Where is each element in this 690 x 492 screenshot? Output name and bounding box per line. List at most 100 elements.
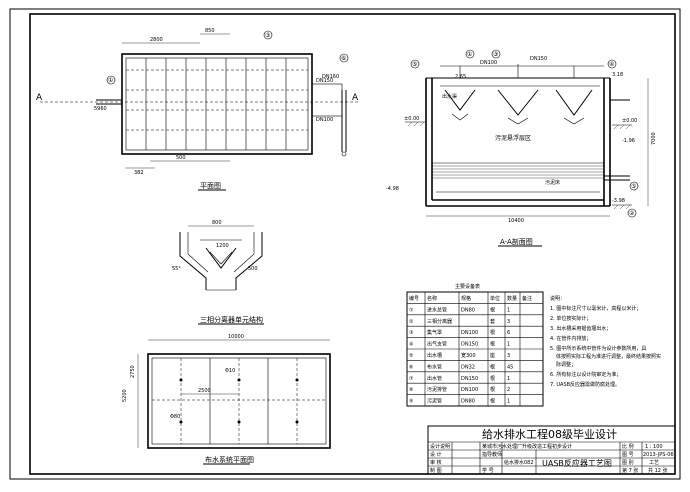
tb-drawing-name: UASB反应器工艺图: [542, 458, 612, 468]
tb-class: 给水排水082: [504, 459, 534, 466]
notes-block: 说明： 1. 图中标注尺寸以毫米计，高程以米计；2. 单位按实际计；3. 出水槽…: [550, 295, 661, 388]
table-cell: 三相分离器: [427, 318, 452, 325]
section-callout-4: ④: [609, 61, 614, 68]
table-cell: 污泥管: [427, 398, 442, 405]
plan-pipe-dn160: DN160: [322, 74, 339, 80]
note-line: 6. 所有标注以设计院审定为准；: [550, 371, 621, 378]
table-cell: 集气罩: [427, 329, 442, 336]
note-line: 7. UASB反应器需做防腐处理。: [550, 381, 620, 388]
table-cell: DN100: [461, 387, 478, 393]
section-elev-bottom: -4.98: [386, 186, 399, 192]
table-cell: 根: [490, 375, 495, 382]
separator-dim-top: 800: [212, 220, 222, 226]
tb-scale-label: 比 例: [622, 443, 634, 450]
table-cell: ②: [409, 319, 414, 325]
notes-heading: 说明：: [550, 295, 565, 302]
table-header-cell: 数量: [507, 295, 517, 302]
ground-hatch: [405, 121, 632, 210]
section-mark-right: A: [352, 93, 359, 103]
tb-no-label: 图 号: [622, 452, 634, 458]
table-cell: 根: [490, 398, 495, 405]
water-plan-tank: [147, 353, 331, 449]
table-header-cell: 单位: [490, 295, 500, 302]
section-elev-right2: -1.96: [622, 138, 635, 144]
table-cell: ④: [409, 342, 414, 348]
callout-3: ③: [265, 32, 270, 39]
tb-advisor: 指导教师: [482, 451, 502, 458]
sludge-bed-hatch: [432, 162, 604, 179]
table-cell: 座: [490, 352, 495, 359]
table-header-cell: 名称: [427, 295, 437, 302]
table-header-cell: 规格: [461, 295, 471, 302]
table-cell: 3: [507, 319, 510, 325]
table-cell: ⑨: [409, 399, 413, 405]
section-label-dn150: DN150: [530, 56, 547, 62]
plan-tank-inner: [125, 57, 309, 151]
water-dim-dn: Φ80: [170, 414, 180, 420]
table-cell: DN100: [461, 330, 478, 336]
water-plan: 10000 5200 2750 2500 Φ10 Φ80 布水系统平面图: [122, 334, 331, 465]
separator-title: 三相分离器单元结构: [200, 315, 263, 324]
table-cell: DN150: [461, 342, 478, 348]
section-dim-width: 10400: [508, 218, 524, 224]
plan-pipe-dn150: DN150: [316, 78, 333, 84]
title-block: 给水排水工程08级毕业设计 设计说明 设 计 审 核 制 图 某城市污水处理厂升…: [427, 425, 676, 475]
plan-pipe-dn100: DN100: [316, 117, 333, 123]
plan-tank-outline: [121, 53, 313, 155]
inner-frame: [29, 13, 676, 475]
section-view: 7000 10400 2.65 出水渠 DN150 DN100 3.18 ±0.…: [386, 49, 657, 247]
table-cell: ⑤: [409, 353, 413, 359]
plan-inlet-label: 5960: [94, 106, 107, 112]
note-line: 5. 图中所示系统中管件为设计参数所用，具: [550, 345, 646, 352]
section-elev-right1: ±0.00: [622, 118, 637, 124]
table-cell: ③: [409, 330, 413, 336]
table-cell: 1: [507, 342, 510, 348]
section-label-sludge-zone: 污泥悬浮层区: [495, 134, 531, 142]
separator-dim-mid: 1200: [216, 243, 229, 249]
section-mark-left: A: [36, 93, 43, 103]
table-cell: 根: [490, 363, 495, 370]
tb-row-label-3: 制 图: [430, 467, 442, 474]
section-mark-265: 2.65: [455, 74, 466, 80]
table-cell: 45: [507, 364, 513, 370]
tb-scale: 1 : 100: [645, 444, 663, 450]
table-cell: 出水管: [427, 375, 442, 382]
project-title: 给水排水工程08级毕业设计: [482, 427, 617, 441]
water-dim-note: Φ10: [225, 368, 235, 374]
section-callout-3: ③: [493, 51, 498, 58]
tb-no: 2013-JPS-06: [643, 452, 674, 458]
water-dim-height: 5200: [122, 389, 128, 402]
plan-title: 平面图: [200, 182, 221, 190]
table-cell: DN32: [461, 364, 475, 370]
section-callout-5: ⑤: [412, 61, 417, 68]
table-cell: ⑧: [409, 387, 414, 393]
tb-category: 工艺: [649, 460, 659, 466]
water-dim-inner: 2500: [198, 388, 211, 394]
plan-dim-top: 2800: [150, 37, 163, 43]
water-plan-title: 布水系统平面图: [205, 455, 254, 464]
tb-subtitle: 某城市污水处理厂升级改造工程初步设计: [482, 443, 572, 450]
tb-total: 共 12 张: [648, 467, 668, 474]
section-label-bed: 污泥床: [545, 179, 560, 186]
note-line: 4. 在管件内排放；: [550, 335, 591, 342]
separator-unit: 800 1200 55° 500 三相分离器单元结构: [172, 220, 264, 325]
note-line: 1. 图中标注尺寸以毫米计，高程以米计；: [550, 305, 641, 312]
table-cell: 2: [507, 387, 510, 393]
section-label-dn100: DN100: [480, 60, 497, 66]
section-label-outlet: 出水渠: [442, 93, 457, 100]
water-dim-left: 2750: [130, 365, 136, 378]
note-line: 2. 单位按实际计；: [550, 315, 591, 322]
plan-dim-left: 382: [134, 170, 144, 176]
table-cell: DN150: [461, 376, 478, 382]
table-header-cell: 备注: [522, 295, 532, 302]
table-cell: 污泥排管: [427, 386, 447, 393]
table-cell: 6: [507, 330, 510, 336]
table-cell: ⑦: [409, 376, 414, 382]
notes-list: 1. 图中标注尺寸以毫米计，高程以米计；2. 单位按实际计；3. 出水槽采用锯齿…: [550, 305, 661, 388]
table-cell: 进水总管: [427, 306, 447, 313]
table-cell: 根: [490, 386, 495, 393]
section-dim-height: 7000: [651, 132, 657, 145]
section-callout-1: ①: [467, 51, 472, 58]
table-cell: 根: [490, 329, 495, 336]
